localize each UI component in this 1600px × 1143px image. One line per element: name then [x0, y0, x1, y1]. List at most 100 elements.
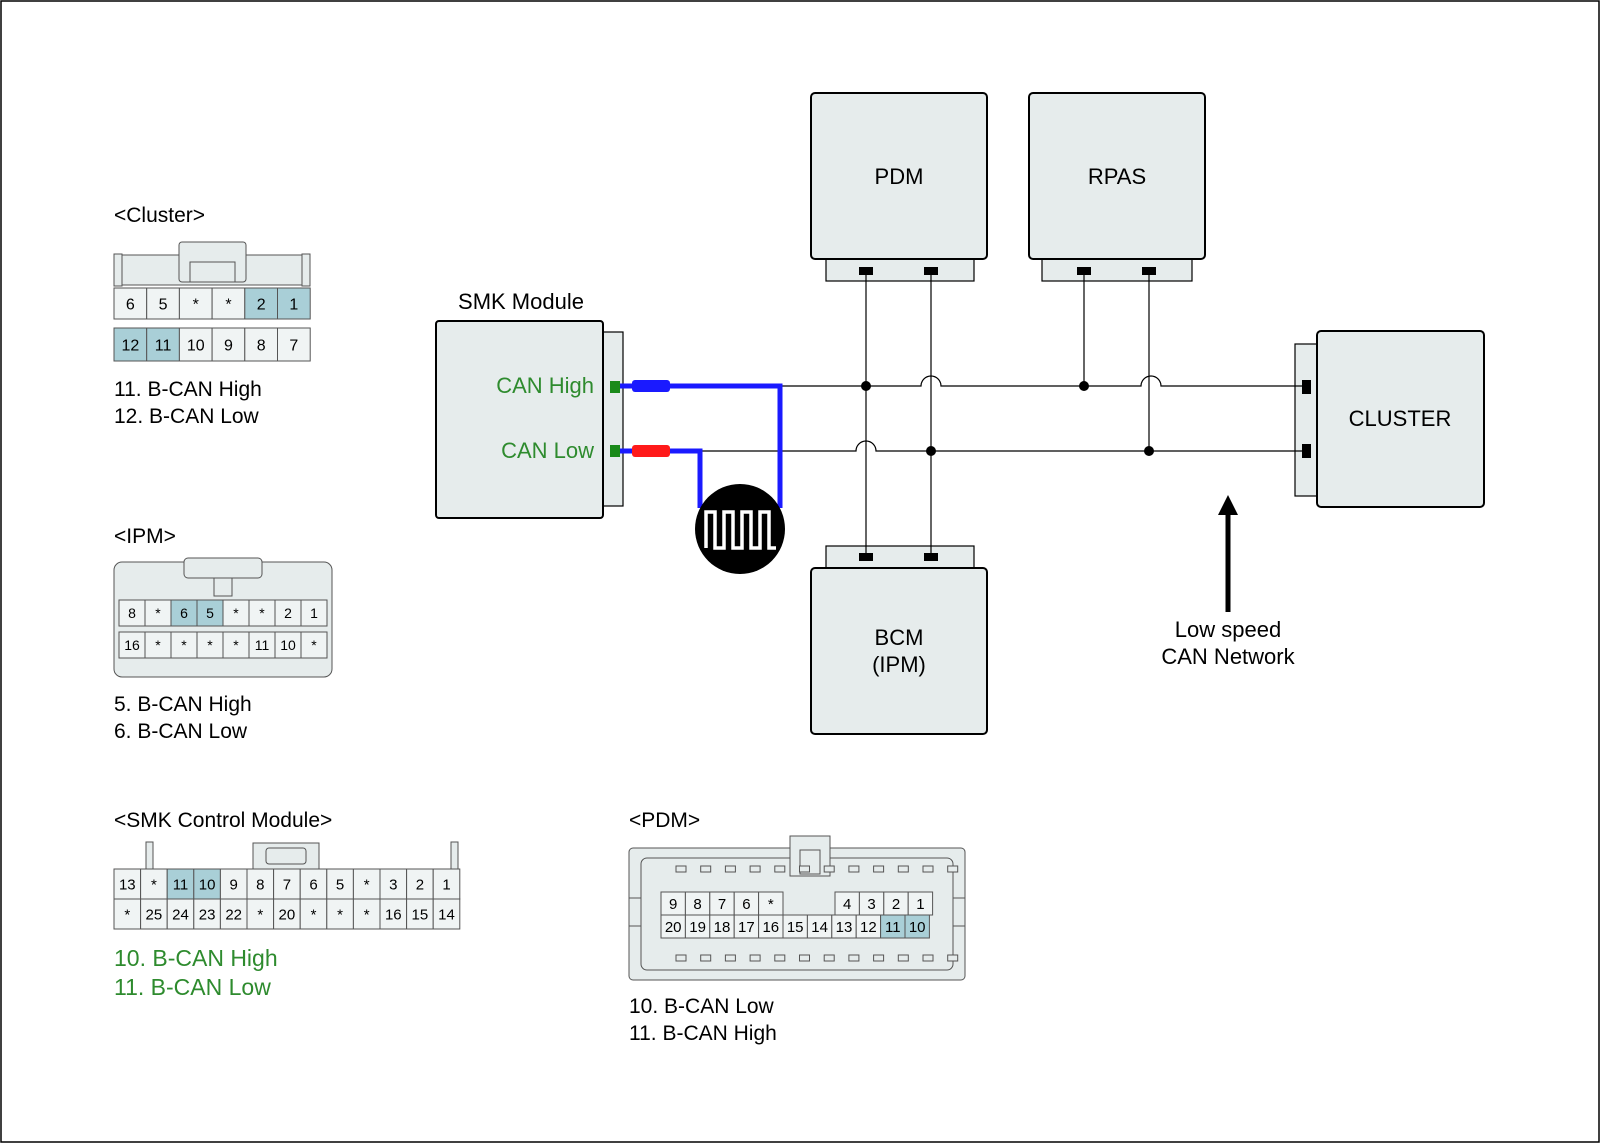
can-high-probe-tip — [632, 380, 670, 392]
smk-module-title: SMK Module — [458, 289, 584, 314]
cluster-connector-title: <Cluster> — [114, 204, 205, 227]
pin-number: 3 — [389, 876, 397, 893]
pin-cell — [904, 914, 930, 939]
pin-cell — [113, 898, 142, 930]
bcm-pin-low — [924, 553, 938, 561]
pin-number: * — [364, 906, 370, 923]
pin-cell — [211, 287, 246, 320]
pin-cell — [326, 868, 354, 900]
smk-connector-title: <SMK Control Module> — [114, 809, 332, 832]
pin-number: 7 — [289, 337, 298, 354]
pin-number: 14 — [811, 919, 828, 936]
network-label-line1: Low speed — [1175, 617, 1281, 642]
can-high-probe-wire — [620, 383, 783, 508]
pin-number: 2 — [892, 896, 900, 913]
pin-cell — [244, 327, 279, 362]
connector-tooth — [749, 954, 761, 962]
pin-cell — [274, 599, 302, 627]
connector-tooth — [922, 954, 934, 962]
pin-number: 14 — [438, 906, 455, 923]
pin-number: * — [193, 296, 199, 313]
pin-cell — [277, 327, 311, 362]
pin-number: 13 — [119, 876, 136, 893]
pin-cell — [432, 898, 461, 930]
pin-number: 8 — [693, 896, 701, 913]
connector-tooth — [848, 865, 860, 873]
pin-number: * — [124, 906, 130, 923]
pin-cell — [432, 868, 461, 900]
pin-number: 11 — [155, 337, 172, 354]
connector-tooth — [799, 954, 810, 962]
pin-cell — [379, 898, 408, 930]
cluster-pin-desc-2: 12. B-CAN Low — [114, 405, 260, 428]
pin-number: 10 — [280, 637, 296, 653]
pin-number: * — [337, 906, 343, 923]
smk-pin-high — [610, 381, 620, 393]
pin-cell — [118, 599, 146, 627]
cluster-pin-high — [1302, 380, 1311, 394]
pin-number: 9 — [224, 337, 233, 354]
can-low-probe-tip — [632, 445, 670, 457]
connector-tooth — [823, 865, 835, 873]
connector-tooth — [675, 865, 687, 873]
pin-number: 8 — [257, 337, 266, 354]
pin-number: * — [225, 296, 231, 313]
smk-can-low-label: CAN Low — [501, 438, 594, 463]
pdm-module: PDM — [810, 92, 988, 282]
connector-tooth — [749, 865, 761, 873]
pin-number: 18 — [714, 919, 731, 936]
rpas-label: RPAS — [1088, 164, 1146, 189]
pin-number: 11 — [173, 876, 189, 893]
pin-number: 9 — [669, 896, 677, 913]
pin-number: 6 — [742, 896, 750, 913]
pin-cell — [140, 898, 168, 930]
pdm-pin-desc-1: 10. B-CAN Low — [629, 995, 775, 1018]
pin-cell — [196, 599, 224, 627]
pin-number: 2 — [284, 605, 292, 621]
connector-tooth — [947, 954, 959, 962]
pin-number: 15 — [412, 906, 429, 923]
pin-number: 7 — [718, 896, 726, 913]
pdm-connector-teeth — [675, 865, 959, 962]
pin-cell — [193, 868, 221, 900]
connector-tooth — [724, 954, 736, 962]
connector-tooth — [700, 954, 712, 962]
pin-cell — [113, 868, 142, 900]
pin-cell — [326, 898, 354, 930]
pin-number: 8 — [128, 605, 136, 621]
connector-tooth — [675, 954, 687, 962]
junction-dot — [926, 446, 936, 456]
pin-cell — [144, 631, 172, 659]
pin-cell — [299, 898, 328, 930]
pin-number: 5 — [159, 296, 168, 313]
pin-number: 20 — [279, 906, 296, 923]
smk-can-high-label: CAN High — [496, 373, 594, 398]
rpas-pin-high — [1077, 267, 1091, 275]
pin-number: 6 — [126, 296, 135, 313]
pin-number: 24 — [172, 906, 189, 923]
connector-tooth — [848, 954, 860, 962]
pin-cell — [140, 868, 168, 900]
pin-cell — [222, 599, 250, 627]
connector-tooth — [823, 954, 835, 962]
pin-number: * — [311, 637, 317, 653]
smk-module: SMK Module CAN High CAN Low — [435, 289, 624, 519]
pin-number: 4 — [843, 896, 851, 913]
pin-number: 16 — [762, 919, 779, 936]
pin-number: 20 — [665, 919, 682, 936]
pin-number: * — [768, 896, 774, 913]
junction-dot — [1079, 381, 1089, 391]
smk-pin-low — [610, 445, 620, 457]
ipm-pin-desc-2: 6. B-CAN Low — [114, 720, 248, 743]
pin-number: 2 — [257, 296, 266, 313]
